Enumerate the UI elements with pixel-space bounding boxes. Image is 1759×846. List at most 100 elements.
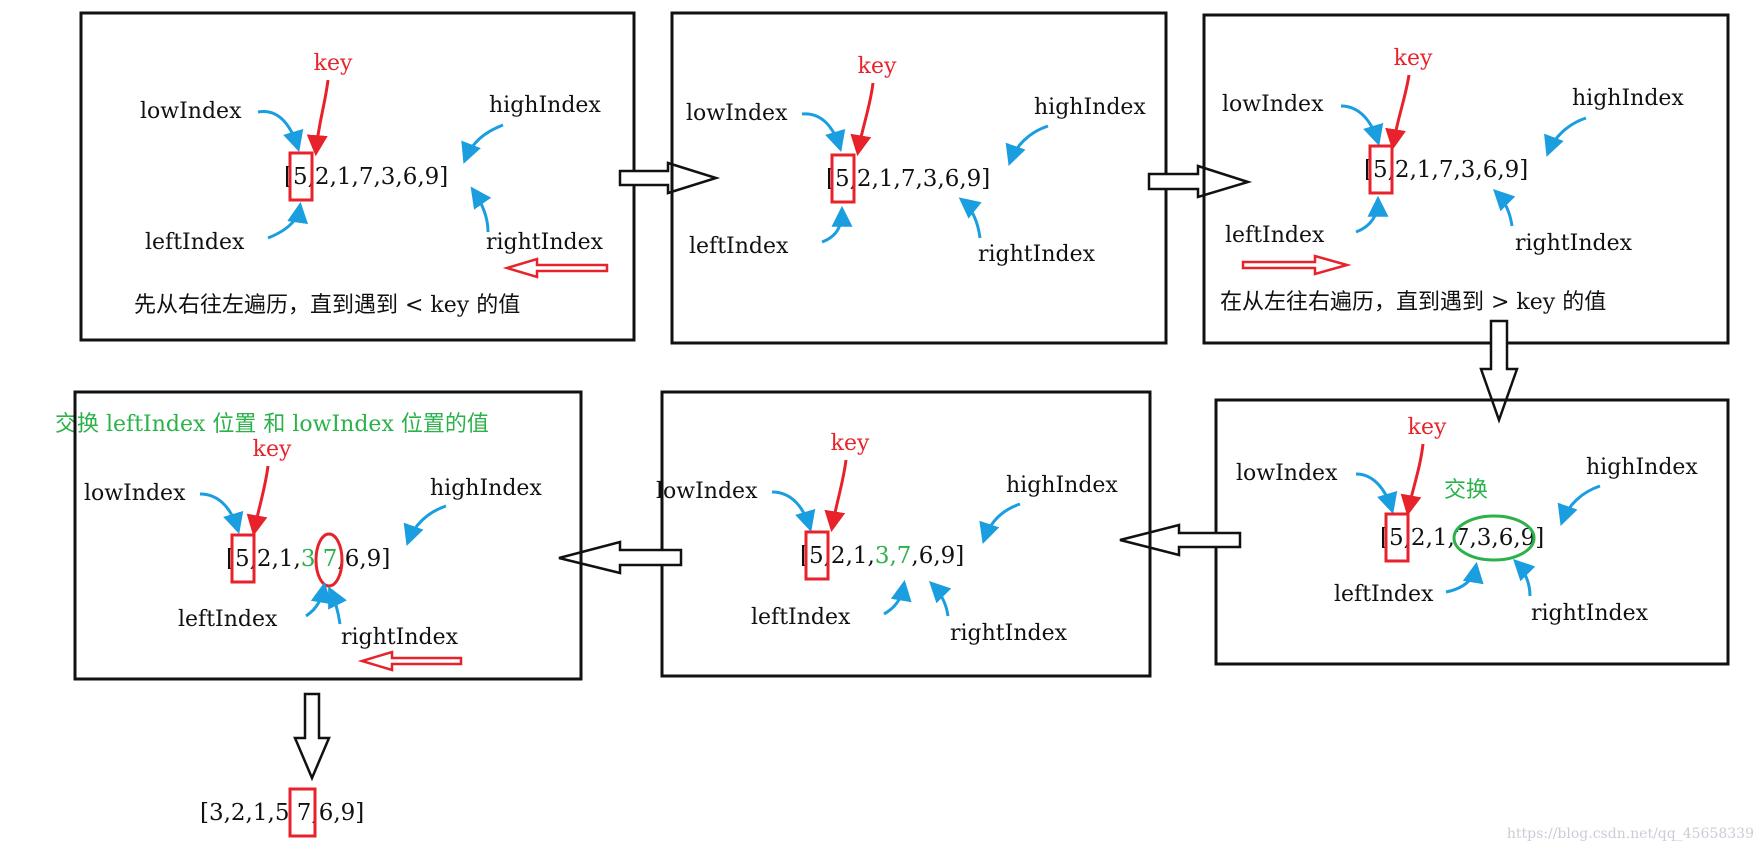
flow-arrow-4-to-5 <box>1119 523 1242 557</box>
array-text: [5,2,1,3 7,6,9] <box>226 546 390 572</box>
key-element-highlight <box>1368 144 1394 195</box>
step-3-panel: key lowIndex highIndex [5,2,1,7,3,6,9] l… <box>1202 13 1730 345</box>
step-2-panel: key lowIndex highIndex [5,2,1,7,3,6,9] l… <box>670 11 1168 345</box>
step-5-panel: key lowIndex highIndex [5,2,1,3,7,6,9] l… <box>656 390 1152 678</box>
step-1-panel: key lowIndex highIndex [5,2,1,7,3,6,9] l… <box>79 11 636 342</box>
array-text: [5,2,1,7,3,6,9] <box>826 166 990 192</box>
flow-arrow-3-to-4 <box>1479 319 1519 424</box>
low-index-label: lowIndex <box>140 99 242 124</box>
high-index-label: highIndex <box>1034 95 1146 120</box>
array-text: [5,2,1,3,7,6,9] <box>800 543 964 569</box>
array-text: [5,2,1,7,3,6,9] <box>1380 525 1544 551</box>
right-index-pointer <box>1493 189 1516 227</box>
key-label: key <box>253 437 292 462</box>
low-index-pointer <box>257 110 304 153</box>
low-index-label: lowIndex <box>84 481 186 506</box>
right-index-label: rightIndex <box>341 625 459 650</box>
step-6-frame <box>73 390 583 681</box>
high-index-pointer <box>1557 484 1601 526</box>
key-label: key <box>831 431 870 456</box>
low-index-pointer <box>801 112 846 153</box>
low-index-label: lowIndex <box>656 479 758 504</box>
array-text: [5,2,1,7,3,6,9] <box>1364 157 1528 183</box>
right-index-label: rightIndex <box>1515 231 1633 256</box>
direction-arrow-leftward <box>357 650 463 672</box>
key-element-highlight <box>230 533 256 584</box>
high-index-label: highIndex <box>1586 455 1698 480</box>
low-index-pointer <box>199 492 244 535</box>
right-index-pointer <box>1513 559 1536 597</box>
left-index-pointer <box>1445 561 1484 594</box>
key-element-highlight <box>1384 512 1410 563</box>
result-array-text: [3,2,1,5 7,6,9] <box>200 800 364 826</box>
high-index-label: highIndex <box>1572 86 1684 111</box>
key-pointer-arrow <box>1385 74 1411 151</box>
high-index-pointer <box>979 502 1021 544</box>
swap-label: 交换 <box>1444 478 1488 503</box>
step-6-panel: 交换 leftIndex 位置 和 lowIndex 位置的值 key lowI… <box>55 390 583 681</box>
key-label: key <box>858 54 897 79</box>
left-index-pointer <box>821 205 853 244</box>
direction-arrow-rightward <box>1241 254 1352 276</box>
high-index-pointer <box>403 504 447 546</box>
left-index-pointer <box>1355 195 1389 234</box>
left-index-pointer <box>305 581 332 618</box>
high-index-label: highIndex <box>489 93 601 118</box>
pivot-final-position-highlight <box>288 787 317 838</box>
result-panel: [3,2,1,5 7,6,9] <box>200 787 364 838</box>
low-index-label: lowIndex <box>1236 461 1338 486</box>
high-index-label: highIndex <box>430 476 542 501</box>
step-5-frame <box>660 390 1152 678</box>
right-index-pointer <box>958 197 982 239</box>
step-6-title: 交换 leftIndex 位置 和 lowIndex 位置的值 <box>55 412 489 437</box>
left-index-label: leftIndex <box>1334 582 1434 607</box>
key-pointer-arrow <box>824 459 848 533</box>
high-index-pointer <box>461 123 504 164</box>
flow-arrow-1-to-2 <box>618 161 721 195</box>
right-index-pointer <box>470 186 492 233</box>
high-index-pointer <box>1005 124 1049 166</box>
right-index-pointer <box>328 586 347 625</box>
step-4-panel: key lowIndex highIndex 交换 [5,2,1,7,3,6,9… <box>1214 398 1730 666</box>
step-3-frame <box>1202 13 1730 345</box>
low-index-pointer <box>1355 472 1398 515</box>
swap-pair-highlight <box>1452 514 1536 562</box>
key-element-highlight <box>830 153 856 204</box>
flow-arrow-5-to-6 <box>558 540 683 575</box>
right-index-label: rightIndex <box>1531 601 1649 626</box>
low-index-label: lowIndex <box>1222 92 1324 117</box>
direction-arrow-leftward <box>502 257 609 279</box>
key-pointer-arrow <box>850 82 875 157</box>
watermark-text: https://blog.csdn.net/qq_45658339 <box>1507 826 1754 842</box>
left-index-pointer <box>267 201 309 240</box>
left-index-label: leftIndex <box>751 605 851 630</box>
high-index-label: highIndex <box>1006 473 1118 498</box>
right-index-pointer <box>929 581 952 617</box>
key-label: key <box>314 51 353 76</box>
step-1-caption: 先从右往左遍历，直到遇到 < key 的值 <box>134 293 520 318</box>
left-index-label: leftIndex <box>689 234 789 259</box>
flow-arrow-2-to-3 <box>1147 164 1253 199</box>
left-index-pointer <box>883 579 912 616</box>
step-3-caption: 在从左往右遍历，直到遇到 > key 的值 <box>1220 290 1606 315</box>
key-pointer-arrow <box>246 465 270 537</box>
left-index-label: leftIndex <box>1225 223 1325 248</box>
key-element-highlight <box>288 151 314 202</box>
low-index-label: lowIndex <box>686 101 788 126</box>
key-pointer-arrow <box>306 79 330 157</box>
key-element-highlight <box>804 530 830 581</box>
key-label: key <box>1408 415 1447 440</box>
low-index-pointer <box>1340 104 1384 147</box>
right-index-label: rightIndex <box>950 621 1068 646</box>
low-index-pointer <box>771 490 816 533</box>
right-index-label: rightIndex <box>486 230 604 255</box>
left-index-label: leftIndex <box>178 607 278 632</box>
flow-arrow-6-to-result <box>293 692 331 782</box>
key-pointer-arrow <box>1400 443 1425 517</box>
key-label: key <box>1394 46 1433 71</box>
left-index-label: leftIndex <box>145 230 245 255</box>
high-index-pointer <box>1544 116 1587 157</box>
right-index-label: rightIndex <box>978 242 1096 267</box>
array-text: [5,2,1,7,3,6,9] <box>284 164 448 190</box>
